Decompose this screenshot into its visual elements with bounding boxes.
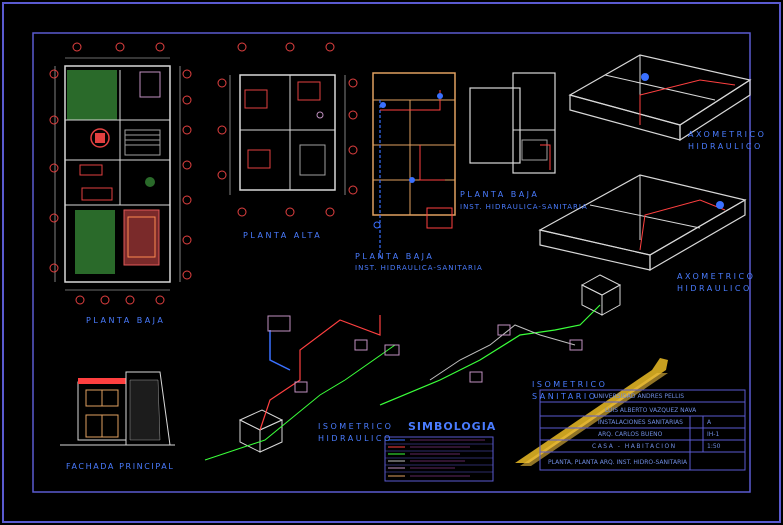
planta-hs-drawing (372, 72, 456, 260)
label-planta-baja: PLANTA BAJA (86, 316, 166, 325)
label-iso-hidr-a: ISOMETRICO (318, 422, 394, 431)
axonometric-top-drawing (568, 54, 752, 142)
tb-plan: PLANTA, PLANTA ARQ. INST. HIDRO-SANITARI… (548, 459, 688, 466)
planta-baja-drawing (49, 42, 192, 305)
label-axo-hidr-1a: AXOMETRICO (688, 130, 767, 139)
label-axo-hidr-2a: AXOMETRICO (677, 272, 756, 281)
label-planta-baja-san: PLANTA BAJA (460, 190, 540, 199)
tb-scale: 1:50 (707, 443, 721, 450)
label-iso-san-b: SANITARIO (532, 392, 598, 401)
inner-frame (32, 32, 751, 493)
tb-author: LUIS ALBERTO VAZQUEZ NAVA (605, 407, 697, 414)
axonometric-mid-drawing (538, 174, 747, 272)
label-axo-hidr-2b: HIDRAULICO (677, 284, 752, 293)
tb-subject: INSTALACIONES SANITARIAS (598, 419, 683, 426)
simbologia-table (384, 436, 494, 482)
tb-sheet: IH-1 (707, 431, 720, 438)
label-inst-san: INST. HIDRAULICA-SANITARIA (460, 203, 588, 211)
isometric-sanitario-drawing (379, 274, 622, 406)
tb-school: UNIVERSIDAD ANDRES PELLIS (594, 393, 684, 400)
label-axo-hidr-1b: HIDRAULICO (688, 142, 763, 151)
tb-teacher: ARQ. CARLOS BUENO (598, 431, 663, 438)
label-fachada: FACHADA PRINCIPAL (66, 462, 175, 471)
label-iso-hidr-b: HIDRAULICO (318, 434, 393, 443)
planta-san-drawing (469, 72, 556, 174)
tb-date: A (707, 419, 712, 426)
planta-alta-drawing (217, 42, 358, 217)
fachada-drawing (60, 371, 175, 446)
label-planta-alta: PLANTA ALTA (243, 231, 323, 240)
label-simbologia: SIMBOLOGIA (408, 420, 497, 433)
label-inst-hs: INST. HIDRAULICA-SANITARIA (355, 264, 483, 272)
title-block (539, 389, 746, 471)
label-iso-san-a: ISOMETRICO (532, 380, 608, 389)
isometric-hidraulico-drawing (204, 315, 400, 461)
label-planta-baja-hs: PLANTA BAJA (355, 252, 435, 261)
tb-project: CASA - HABITACION (592, 443, 677, 450)
